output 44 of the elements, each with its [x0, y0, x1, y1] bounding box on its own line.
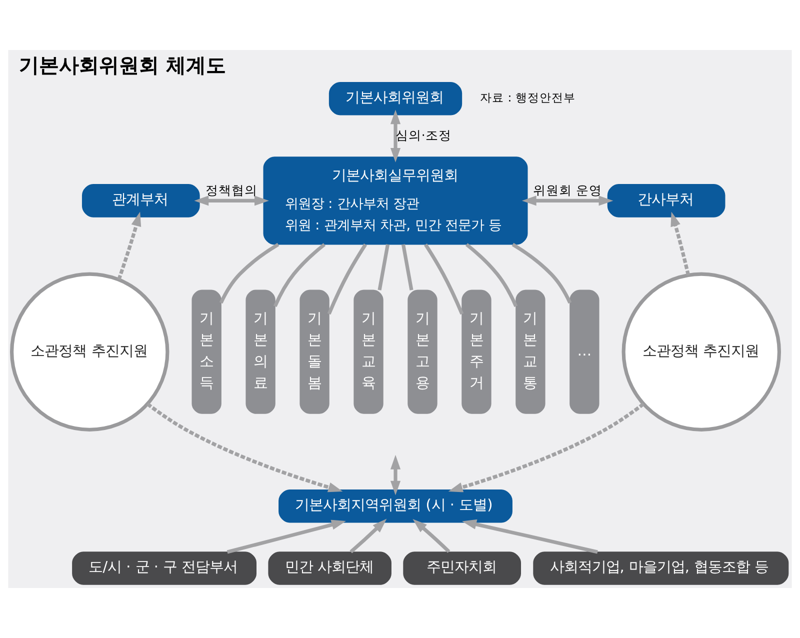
connector [424, 244, 464, 315]
arrow [226, 520, 346, 554]
arrow [117, 212, 142, 280]
edge-label: 심의·조정 [395, 127, 452, 142]
node-box: 기본사회위원회 [328, 82, 462, 116]
arrow [448, 402, 645, 492]
node-box: 기본주거 [462, 290, 492, 414]
arrow [522, 196, 614, 206]
node-box: 기본교육 [354, 290, 384, 414]
node-circle: 소관정책 추진지원 [10, 272, 170, 432]
connector [465, 243, 518, 308]
label: 자료 : 행정안전부 [480, 90, 576, 105]
node-box: 사회적기업, 마을기업, 협동조합 등 [533, 552, 789, 585]
arrow [390, 110, 401, 162]
diagram-title: 기본사회위원회 체계도 [18, 54, 226, 78]
node-box: 관계부처 [82, 184, 200, 218]
arrow [390, 454, 401, 496]
edge-label: 정책협의 [206, 182, 258, 198]
connector [378, 244, 390, 290]
node-box: 기본사회지역위원회 (시 · 도별) [278, 489, 512, 523]
node-box: 간사부처 [607, 184, 726, 218]
node-box: 기본교통 [516, 290, 546, 414]
connector [401, 244, 414, 290]
connector [512, 242, 572, 304]
arrow [670, 212, 690, 276]
node-circle: 소관정책 추진지원 [622, 272, 781, 432]
node-box: 기본고용 [408, 290, 438, 414]
node-box: 기본돌봄 [300, 290, 330, 414]
arrow [146, 402, 343, 492]
node-box: 기본소득 [192, 290, 222, 414]
connector [327, 244, 368, 315]
node-box: 기본의료 [246, 290, 276, 414]
arrow [462, 519, 598, 554]
node-box: 민간 사회단체 [268, 552, 392, 585]
node-box: 도/시 · 군 · 구 전담부서 [72, 552, 256, 585]
edge-label: 위원회 운영 [533, 182, 602, 198]
arrow [194, 196, 269, 206]
node-box: 주민자치회 [403, 552, 521, 585]
arrow [350, 518, 387, 554]
node-box: 기본사회실무위원회 위원장 : 간사부처 장관 위원 : 관계부처 차관, 민간 전문가 등 [263, 156, 528, 245]
arrow [412, 519, 450, 553]
connector [219, 242, 280, 304]
node-box: … [570, 290, 600, 414]
connector [273, 243, 326, 308]
